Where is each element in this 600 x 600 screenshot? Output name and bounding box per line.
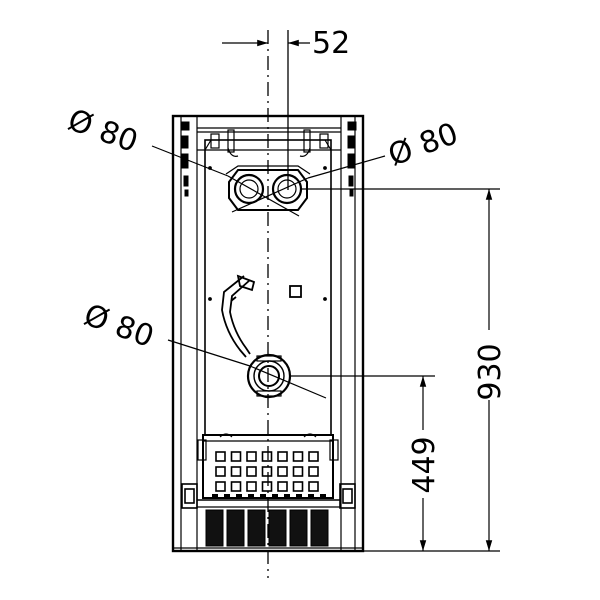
grate-hole <box>277 451 288 462</box>
ash-grate <box>197 433 339 499</box>
grate-hole <box>292 481 304 492</box>
grate-tooth <box>260 494 266 499</box>
grate-tooth <box>284 494 290 499</box>
grate-hole <box>215 451 226 462</box>
leaders <box>151 145 386 399</box>
base-slats <box>205 494 329 547</box>
dim-930 <box>300 188 500 552</box>
grate-hole <box>246 451 257 462</box>
grate-tooth <box>212 494 218 499</box>
base-brackets <box>181 483 356 509</box>
base-slat <box>205 509 224 547</box>
grate-tooth <box>248 494 254 499</box>
grate-hole <box>215 466 226 477</box>
label-diameter-right: Ø 80 <box>384 116 463 173</box>
grate-hole <box>230 466 242 477</box>
grate-hole <box>230 451 242 462</box>
curved-handle <box>221 274 256 358</box>
grate-hole <box>261 451 273 462</box>
base-slat <box>268 509 287 547</box>
outlet-left <box>233 173 265 205</box>
label-449: 449 <box>407 436 442 493</box>
grate-hole <box>261 481 273 492</box>
middle-outlet <box>246 353 292 399</box>
grate-tooth <box>320 494 326 499</box>
grate-tooth <box>236 494 242 499</box>
grate-hole <box>261 466 273 477</box>
center-lines <box>267 30 289 578</box>
grate-hole <box>215 481 226 492</box>
grate-tooth <box>308 494 314 499</box>
grate-tooth <box>224 494 230 499</box>
base-slat <box>247 509 266 547</box>
grate-hole <box>292 451 304 462</box>
label-930: 930 <box>473 343 508 400</box>
grate-hole <box>308 466 319 477</box>
grate-hole <box>292 466 304 477</box>
label-diameter-left: Ø 80 <box>63 103 142 160</box>
grate-hole <box>308 481 319 492</box>
grate-tooth <box>296 494 302 499</box>
grate-hole <box>246 481 257 492</box>
grate-hole <box>277 466 288 477</box>
label-diameter-mid: Ø 80 <box>79 298 158 355</box>
base-slat <box>226 509 245 547</box>
grate-hole <box>246 466 257 477</box>
grate-hole <box>230 481 242 492</box>
grate-hole <box>277 481 288 492</box>
base-slat <box>289 509 308 547</box>
grate-hole <box>308 451 319 462</box>
outlet-right <box>271 173 303 205</box>
label-52: 52 <box>312 26 350 61</box>
grate-holes <box>215 451 319 492</box>
grate-tooth <box>272 494 278 499</box>
top-bracket <box>180 121 357 197</box>
dim-449 <box>290 375 435 551</box>
base-slat <box>310 509 329 547</box>
